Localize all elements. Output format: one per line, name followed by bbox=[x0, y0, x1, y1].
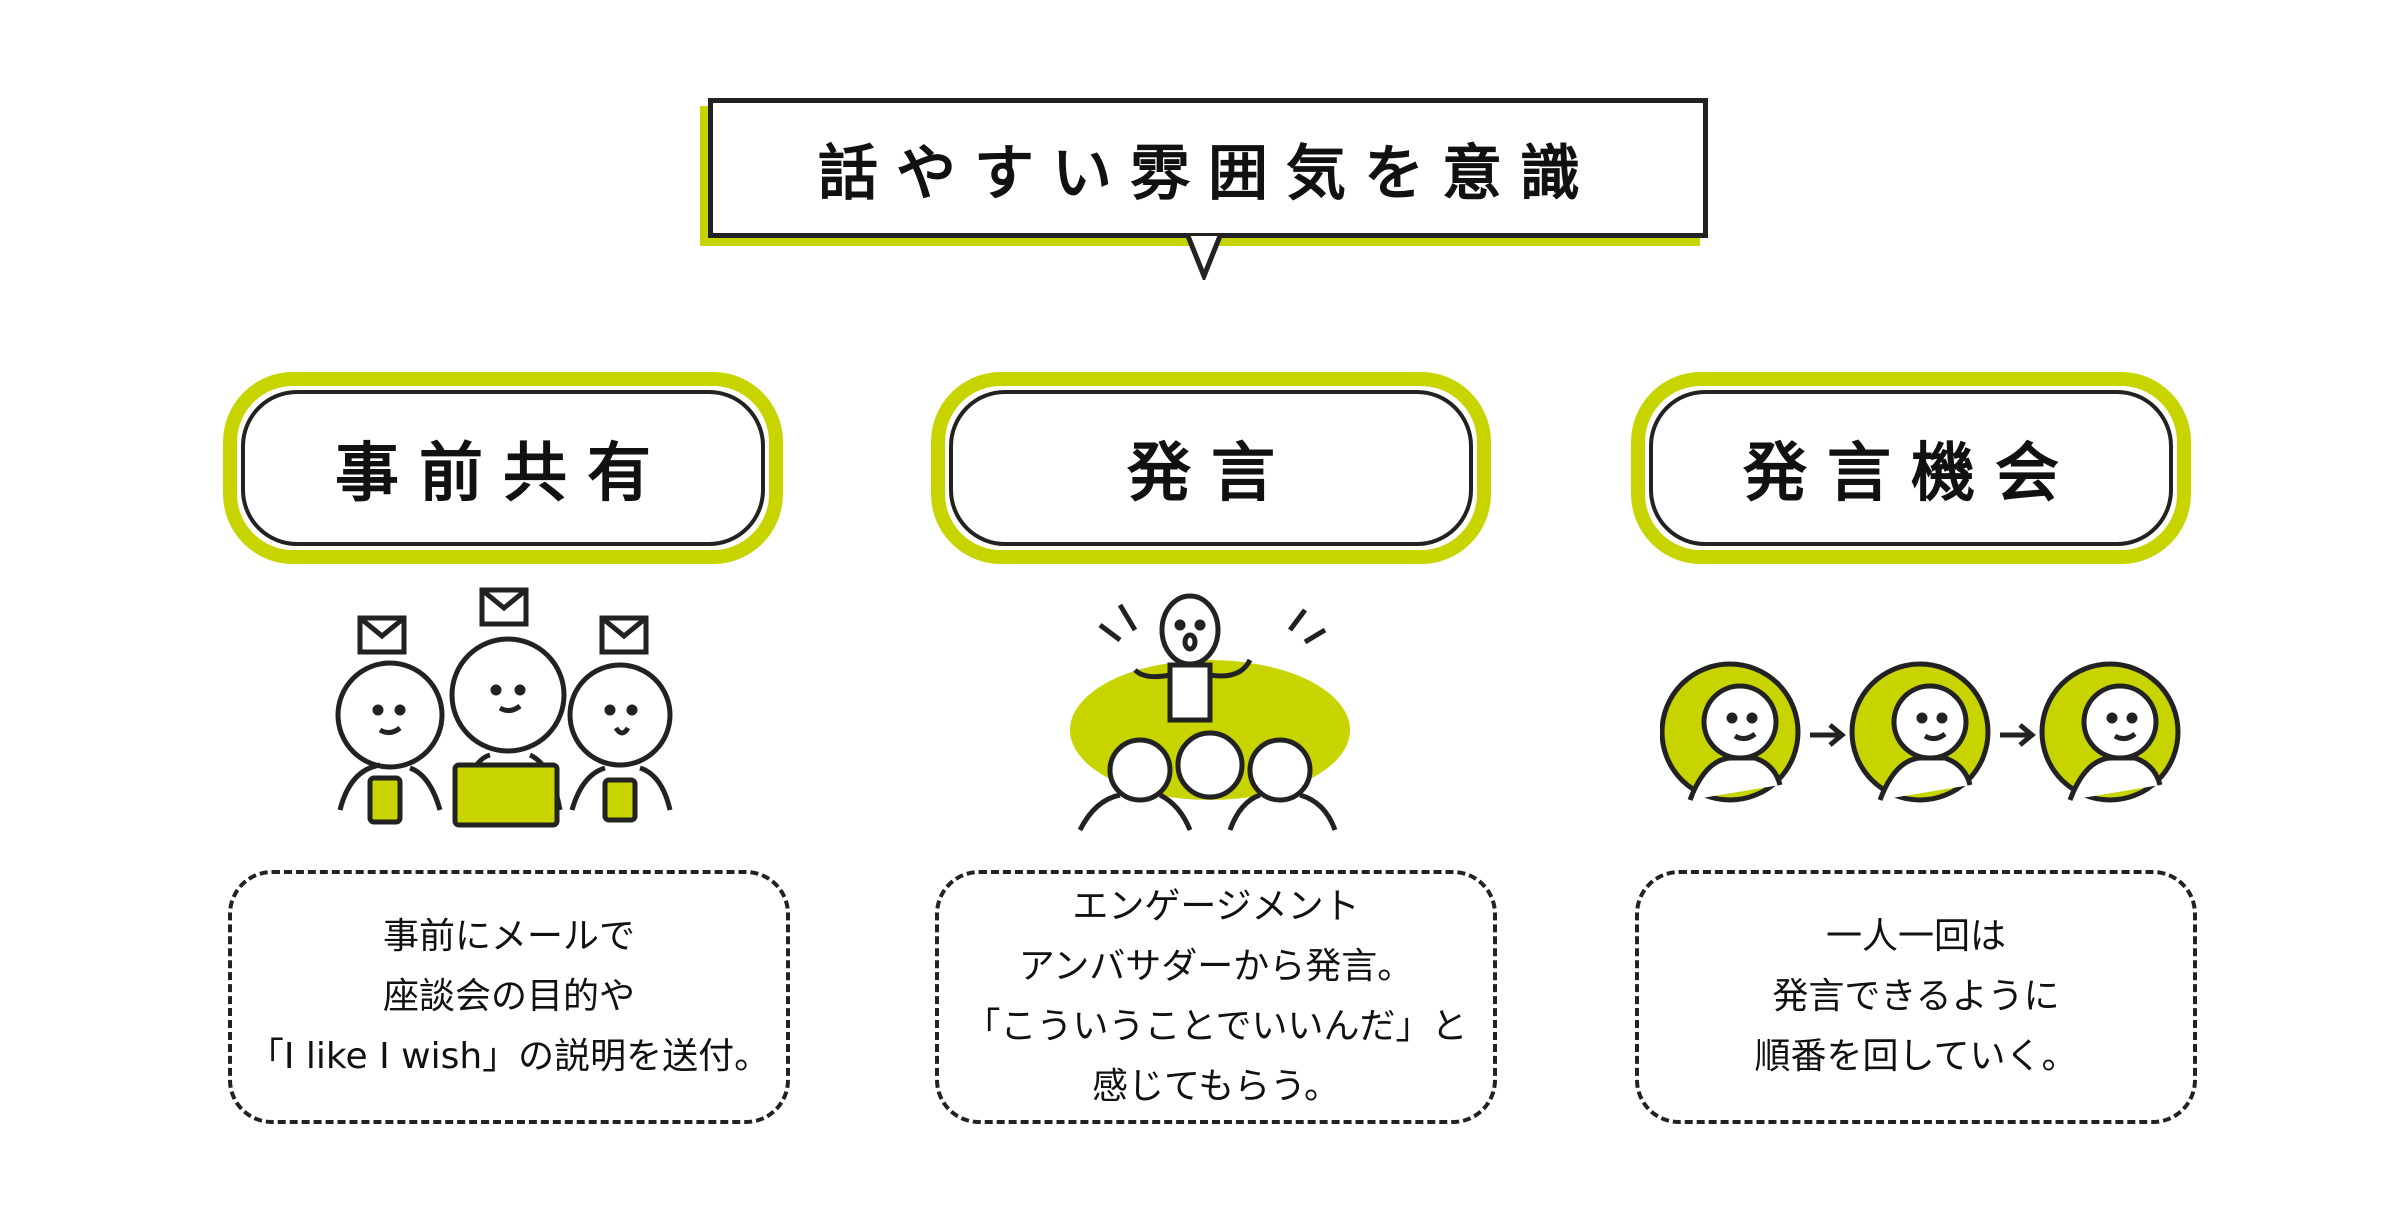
note-speaking: エンゲージメント アンバサダーから発言。 「こういうことでいいんだ」と 感じても… bbox=[935, 870, 1497, 1124]
three-people-with-mail-icon bbox=[335, 587, 673, 828]
note-line: 座談会の目的や bbox=[382, 976, 635, 1017]
category-heading: 事前共有 bbox=[335, 437, 671, 511]
speaker-with-audience-icon bbox=[1070, 593, 1350, 832]
note-line: 事前にメールで bbox=[382, 916, 635, 957]
title-speech-bubble: 話やすい雰囲気を意識 bbox=[708, 98, 1708, 238]
title-text: 話やすい雰囲気を意識 bbox=[818, 138, 1598, 209]
note-line: 一人一回は bbox=[1825, 916, 2006, 957]
category-pre-share: 事前共有 bbox=[223, 372, 783, 564]
category-heading: 発言 bbox=[1127, 437, 1295, 511]
note-line: 「I like I wish」の説明を送付。 bbox=[247, 1036, 771, 1077]
note-line: 発言できるように bbox=[1772, 976, 2060, 1017]
note-line: エンゲージメント bbox=[1072, 886, 1360, 927]
turn-taking-people-icon bbox=[1660, 660, 2190, 810]
note-line: 「こういうことでいいんだ」と bbox=[964, 1006, 1468, 1047]
category-speaking: 発言 bbox=[931, 372, 1491, 564]
note-line: 順番を回していく。 bbox=[1754, 1036, 2078, 1077]
category-speaking-opportunity: 発言機会 bbox=[1631, 372, 2191, 564]
speech-bubble-pointer-icon bbox=[1186, 236, 1223, 280]
note-line: 感じてもらう。 bbox=[1091, 1066, 1341, 1107]
note-line: アンバサダーから発言。 bbox=[1018, 946, 1414, 987]
note-speaking-opportunity: 一人一回は 発言できるように 順番を回していく。 bbox=[1635, 870, 2197, 1124]
category-heading: 発言機会 bbox=[1743, 437, 2079, 511]
note-pre-share: 事前にメールで 座談会の目的や 「I like I wish」の説明を送付。 bbox=[228, 870, 790, 1124]
